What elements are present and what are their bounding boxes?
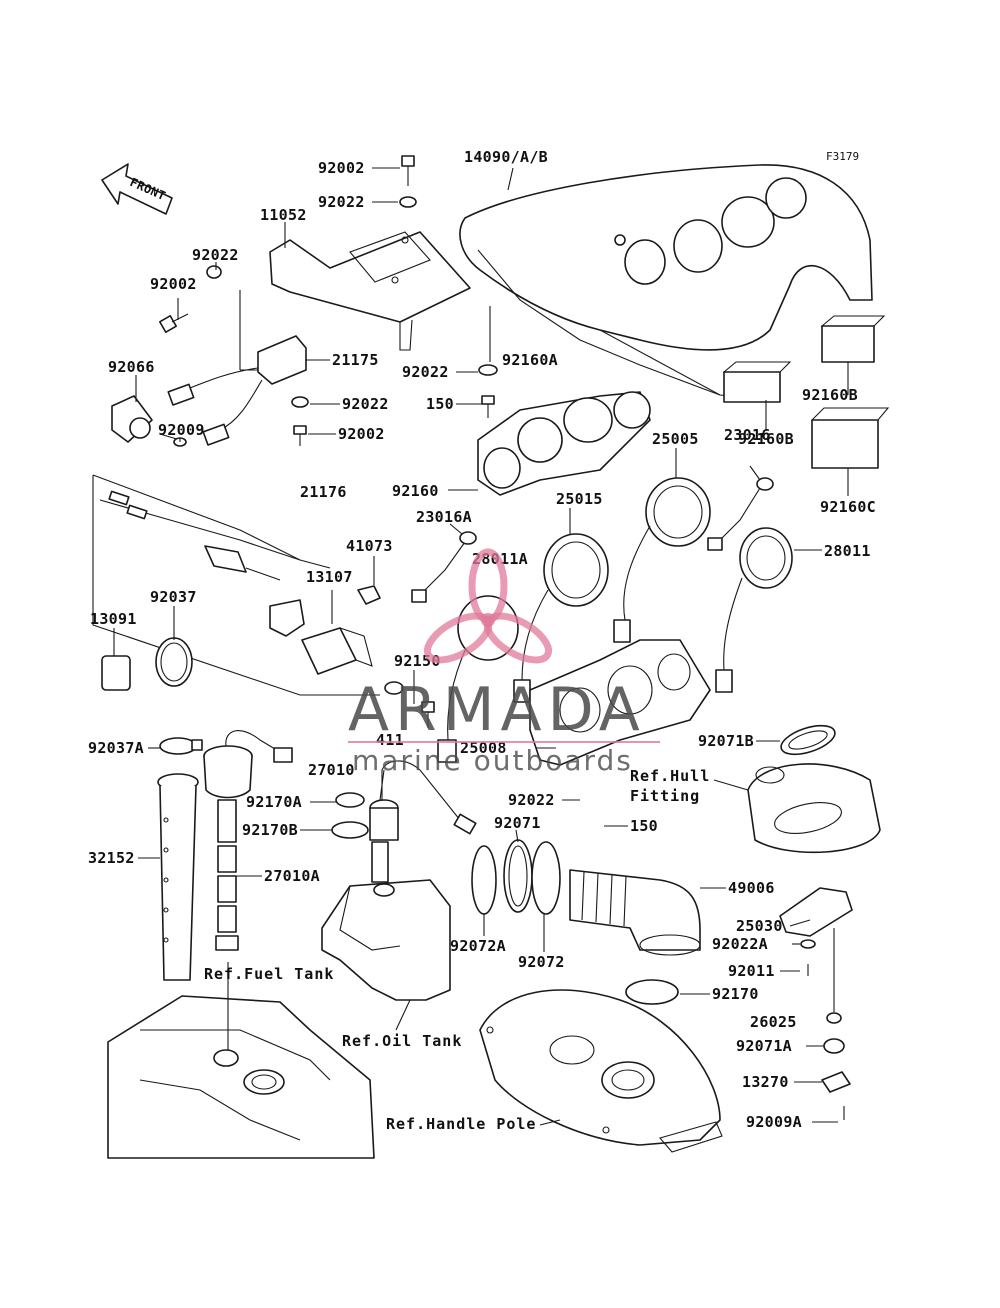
oil-sender-part [369,760,477,883]
pad-parts [722,315,890,469]
label-92071a: 92071A [736,1037,792,1055]
meter-housing-part [477,391,651,496]
filter-tube-part [157,773,199,981]
reference-labels: Ref.Hull Fitting Ref.Fuel Tank Ref.Oil T… [204,767,710,1133]
label-92022-low: 92022 [508,791,555,809]
label-26025: 26025 [750,1013,797,1031]
label-150-low: 150 [630,817,658,835]
watermark-tagline: marine outboards [352,744,633,777]
label-92071: 92071 [494,814,541,832]
part-labels: 92002 14090/A/B 92022 11052 92022 92002 … [88,148,876,1131]
switch-part [167,335,307,446]
label-21176: 21176 [300,483,347,501]
front-arrow-icon: FRONT [101,163,173,215]
clamp-92170-parts [331,792,369,839]
gasket-part [529,639,711,766]
sender-part [411,477,774,603]
label-92009: 92009 [158,421,205,439]
label-21175: 21175 [332,351,379,369]
label-25005: 25005 [652,430,699,448]
label-49006: 49006 [728,879,775,897]
label-92160: 92160 [392,482,439,500]
label-92170: 92170 [712,985,759,1003]
label-92002-top: 92002 [318,159,365,177]
wire-harness-part [92,474,381,696]
foam-strip-part [477,249,721,396]
label-13107: 13107 [306,568,353,586]
label-92022-left: 92022 [192,246,239,264]
ref-hull-line1: Ref.Hull [630,767,710,785]
label-25008: 25008 [460,739,507,757]
ring-part [780,724,836,756]
clamp-parts [101,637,193,691]
washer-bolt-parts [384,681,435,728]
label-13270: 13270 [742,1073,789,1091]
label-92037: 92037 [150,588,197,606]
label-92022a: 92022A [712,935,768,953]
label-92002-mid: 92002 [338,425,385,443]
bracket-part [269,231,471,351]
label-28011: 28011 [824,542,871,560]
label-92170b: 92170B [242,821,298,839]
boot-part [569,869,701,956]
label-92160c: 92160C [820,498,876,516]
watermark-brand: ARMADA [348,675,646,745]
label-13091: 13091 [90,610,137,628]
label-92011: 92011 [728,962,775,980]
ref-handle-pole: Ref.Handle Pole [386,1115,536,1133]
label-92009a: 92009A [746,1113,802,1131]
plug-part [111,395,187,447]
fuel-tank-part [107,995,375,1159]
propeller-logo-icon [423,548,553,664]
label-92160b-mid: 92160B [738,430,794,448]
speedometer-part [613,477,711,643]
label-92071b: 92071B [698,732,754,750]
label-11052: 11052 [260,206,307,224]
label-92022-mid: 92022 [342,395,389,413]
label-32152: 32152 [88,849,135,867]
label-92022-top: 92022 [318,193,365,211]
clamp-92037a-part [159,737,203,755]
fuel-sender-part [203,730,293,951]
label-92170a: 92170A [246,793,302,811]
figure-id: F3179 [826,150,859,163]
label-25030: 25030 [736,917,783,935]
label-92022-dash: 92022 [402,363,449,381]
label-41073: 41073 [346,537,393,555]
fuel-gauge-part [715,527,793,693]
watermark: ARMADA marine outboards [348,548,660,777]
label-92066: 92066 [108,358,155,376]
ref-fuel-tank: Ref.Fuel Tank [204,965,334,983]
bolt-parts [159,155,498,446]
tachometer-part [513,533,609,703]
label-27010a: 27010A [264,867,320,885]
ref-hull-line2: Fitting [630,787,700,805]
label-14090: 14090/A/B [464,148,548,166]
leader-lines [113,167,849,1126]
label-92072a: 92072A [450,937,506,955]
label-150-top: 150 [426,395,454,413]
boot-clamp-parts [471,839,561,915]
handle-pole-part [479,989,723,1153]
label-92002-left: 92002 [150,275,197,293]
label-23016a: 23016A [416,508,472,526]
clamp-92170-ring-part [625,979,679,1005]
label-92072: 92072 [518,953,565,971]
label-92160b-top: 92160B [802,386,858,404]
label-25015: 25015 [556,490,603,508]
label-23016: 23016 [724,426,771,444]
hull-fitting-part [747,763,881,854]
ref-oil-tank: Ref.Oil Tank [342,1032,462,1050]
label-92037a: 92037A [88,739,144,757]
dash-cover-part [459,164,873,401]
label-27010: 27010 [308,761,355,779]
oil-tank-part [321,879,451,1001]
switch-cover-part [779,887,853,1120]
label-92160a: 92160A [502,351,558,369]
label-411: 411 [376,731,404,749]
